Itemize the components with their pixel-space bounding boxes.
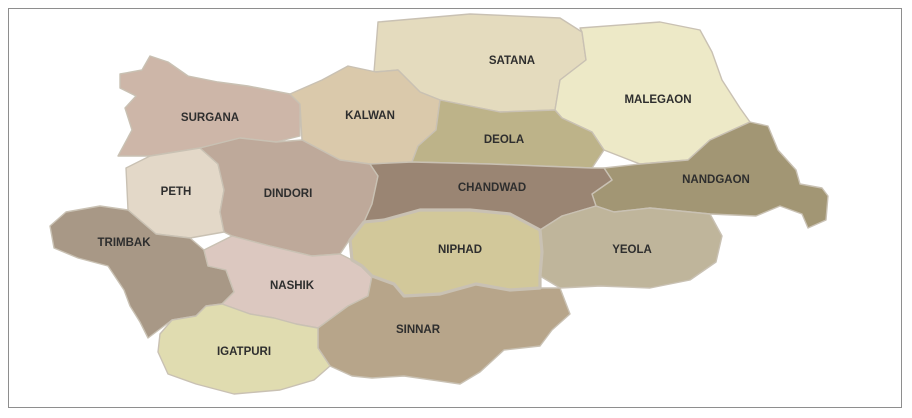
label-surgana: SURGANA [181,112,239,124]
label-niphad: NIPHAD [438,244,482,256]
label-trimbak: TRIMBAK [97,237,151,249]
label-sinnar: SINNAR [396,324,441,336]
label-malegaon: MALEGAON [624,94,691,106]
label-igatpuri: IGATPURI [217,346,271,358]
region-igatpuri[interactable] [157,303,331,395]
label-chandwad: CHANDWAD [458,182,526,194]
label-satana: SATANA [489,55,535,67]
label-deola: DEOLA [484,134,524,146]
region-surgana[interactable] [117,55,301,157]
label-kalwan: KALWAN [345,110,395,122]
region-yeola[interactable] [539,205,723,289]
label-nashik: NASHIK [270,280,315,292]
label-nandgaon: NANDGAON [682,174,750,186]
label-yeola: YEOLA [612,244,652,256]
label-peth: PETH [161,186,192,198]
label-dindori: DINDORI [264,188,313,200]
region-niphad[interactable] [348,208,544,298]
